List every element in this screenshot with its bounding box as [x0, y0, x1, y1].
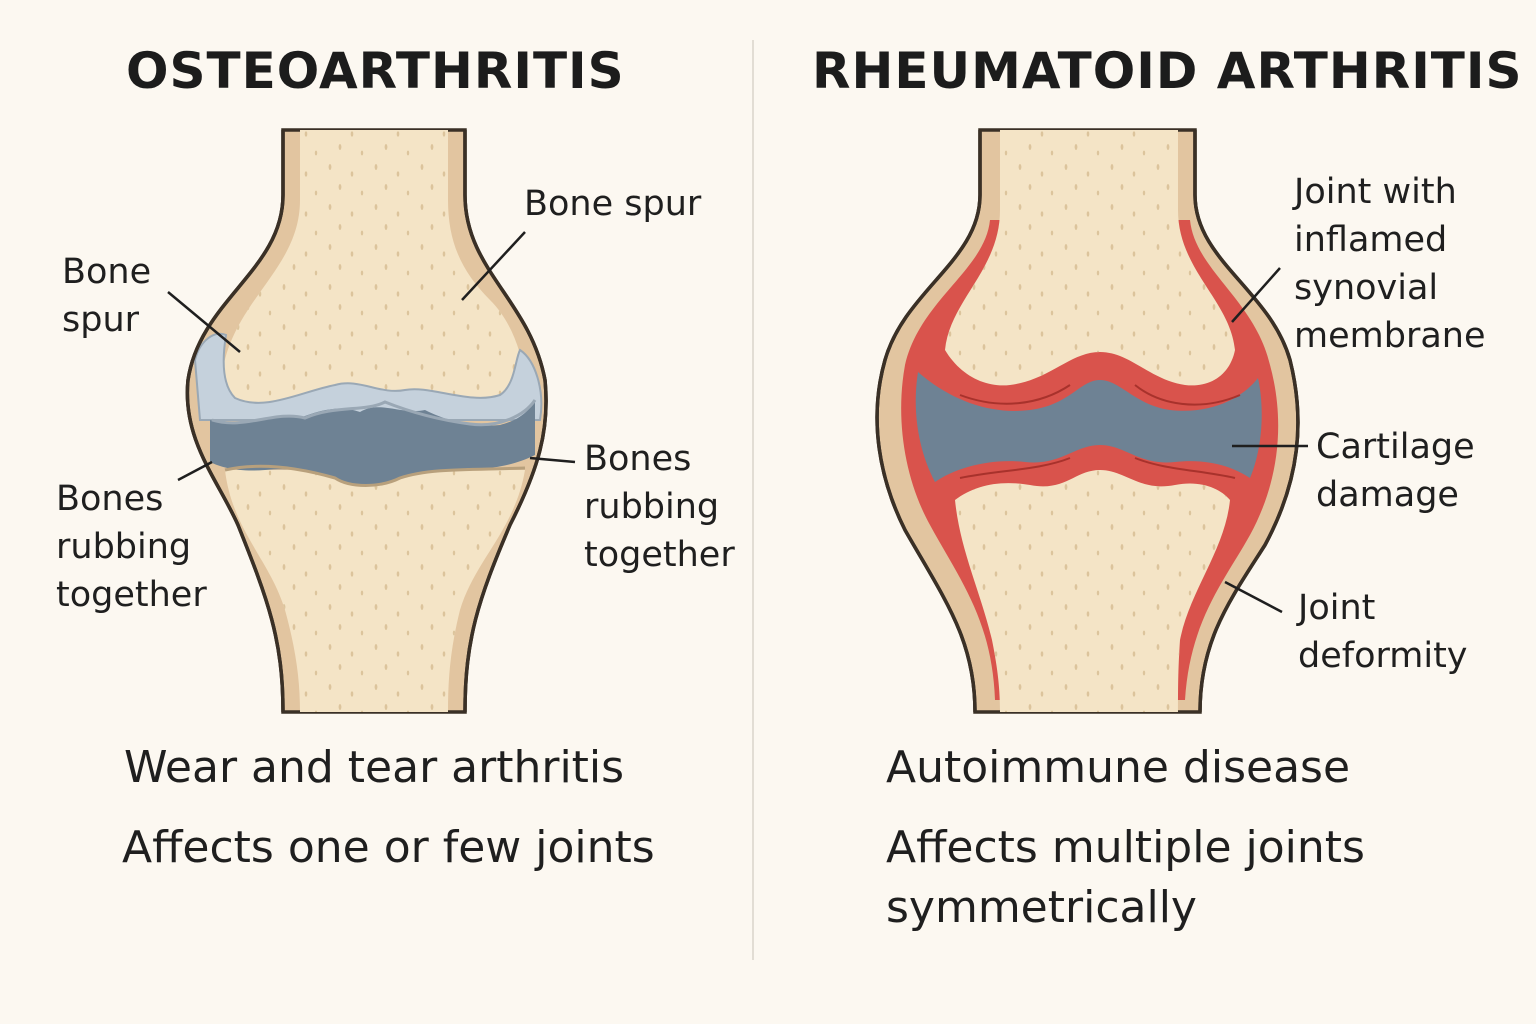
- center-divider: [752, 40, 754, 960]
- ra-joint-space: [915, 372, 1262, 482]
- ra-leader-lines: [1224, 267, 1308, 614]
- oa-label-bones-rubbing-left: Bones rubbing together: [56, 479, 207, 615]
- ra-joint: [875, 128, 1300, 714]
- osteoarthritis-title: OSTEOARTHRITIS: [126, 42, 625, 100]
- oa-label-bone-spur-left: Bone spur: [62, 252, 152, 340]
- oa-joint: [185, 128, 548, 714]
- oa-leader-lines: [167, 231, 576, 482]
- ra-fact-autoimmune: Autoimmune disease: [886, 742, 1351, 793]
- oa-fact-wear-and-tear: Wear and tear arthritis: [124, 742, 625, 793]
- ra-fact-affects-multiple-joints: Affects multiple joints symmetrically: [886, 822, 1365, 933]
- ra-label-joint-deformity: Joint deformity: [1298, 588, 1468, 676]
- oa-fact-affects-few-joints: Affects one or few joints: [122, 822, 655, 873]
- rheumatoid-arthritis-title: RHEUMATOID ARTHRITIS: [812, 42, 1523, 100]
- oa-label-bones-rubbing-right: Bones rubbing together: [584, 439, 735, 575]
- oa-label-bone-spur-right: Bone spur: [524, 184, 702, 224]
- oa-worn-cartilage: [193, 332, 543, 421]
- ra-label-inflamed-synovial-membrane: Joint with inflamed synovial membrane: [1294, 172, 1486, 356]
- ra-label-cartilage-damage: Cartilage damage: [1316, 427, 1475, 515]
